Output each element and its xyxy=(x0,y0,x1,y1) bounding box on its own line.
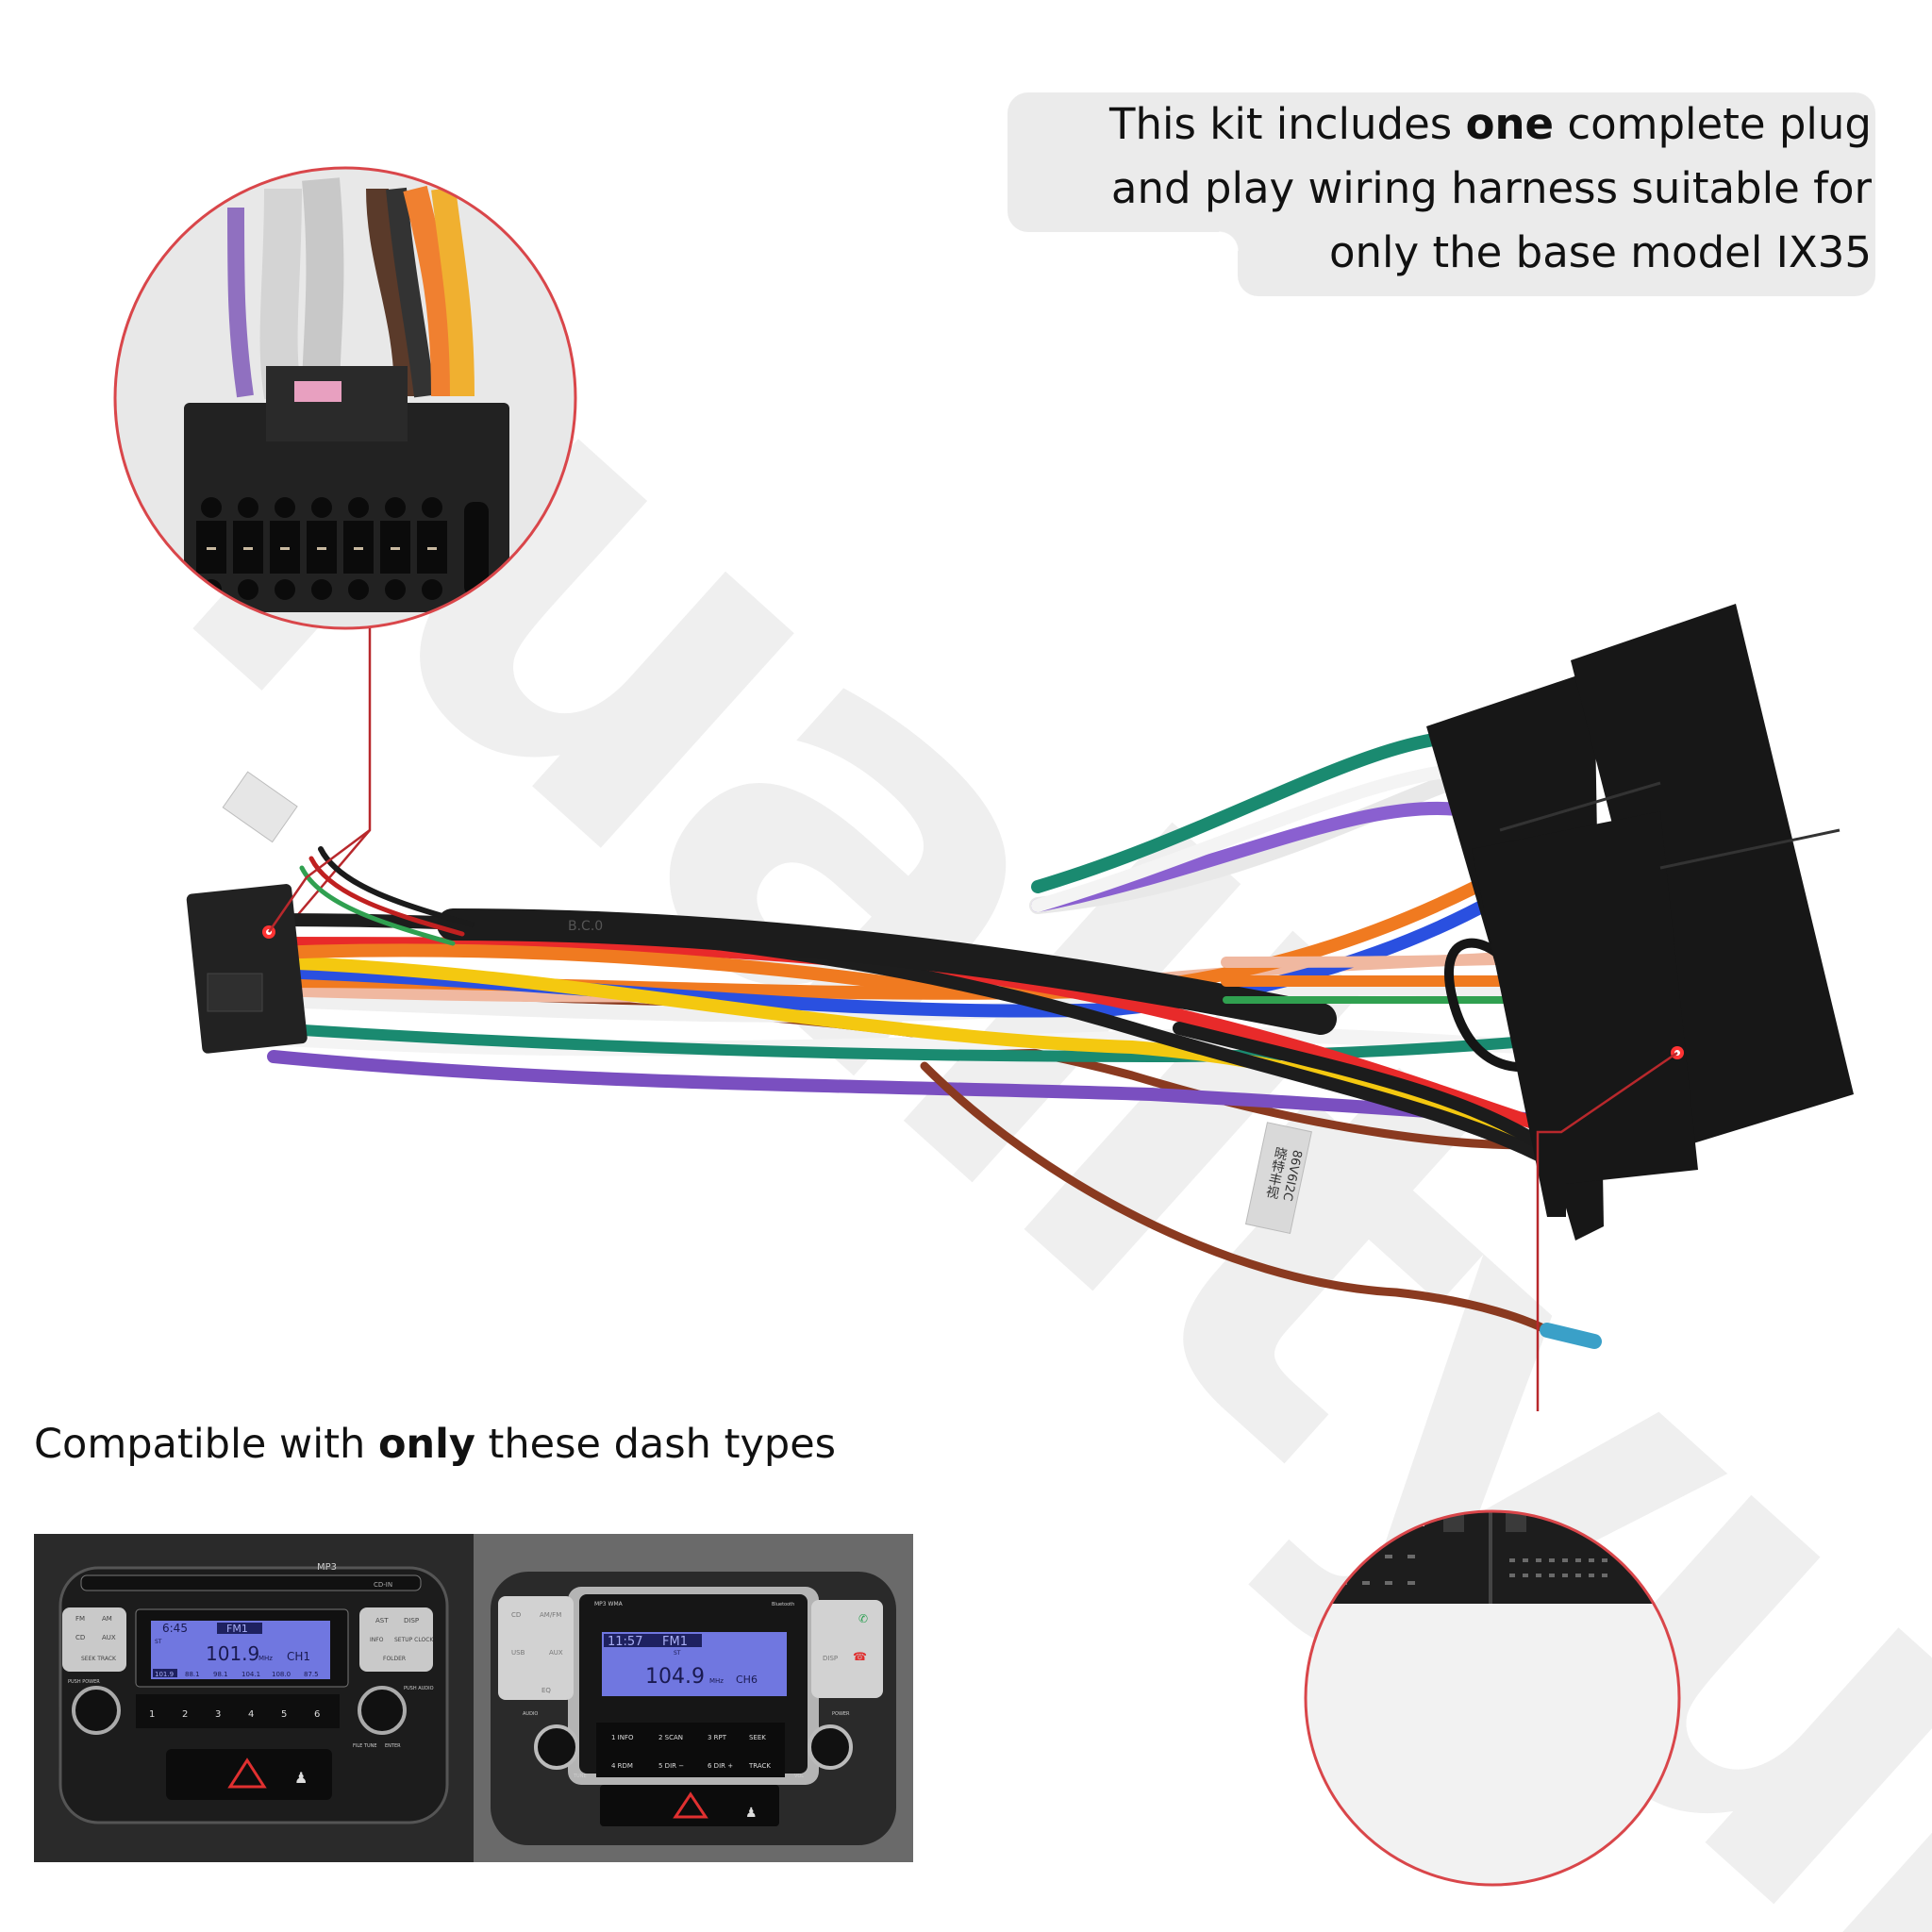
svg-text:AM/FM: AM/FM xyxy=(540,1611,561,1619)
svg-text:88.1: 88.1 xyxy=(185,1671,200,1678)
svg-text:♟: ♟ xyxy=(745,1806,758,1821)
svg-text:FM1: FM1 xyxy=(662,1635,688,1649)
svg-text:4 RDM: 4 RDM xyxy=(611,1762,633,1770)
svg-text:CH1: CH1 xyxy=(287,1650,310,1663)
svg-text:AST: AST xyxy=(375,1617,389,1624)
svg-text:AM: AM xyxy=(102,1615,112,1623)
svg-text:PUSH POWER: PUSH POWER xyxy=(68,1679,100,1685)
vehicle-connector xyxy=(1426,604,1854,1241)
svg-text:MHz: MHz xyxy=(709,1677,724,1685)
headline-line-2: and play wiring harness suitable for xyxy=(1110,163,1872,213)
dash-left-illustration: MP3 CD-IN FM AM CD AUX SEEK TRACK AST DI… xyxy=(34,1534,474,1862)
svg-text:FM: FM xyxy=(75,1615,85,1623)
svg-text:MP3: MP3 xyxy=(317,1562,337,1573)
svg-text:USB: USB xyxy=(511,1649,525,1657)
svg-text:☎: ☎ xyxy=(853,1650,867,1663)
svg-text:104.9: 104.9 xyxy=(645,1665,705,1689)
svg-text:SEEK: SEEK xyxy=(749,1734,766,1741)
headline-line-3: only the base model IX35 xyxy=(1328,227,1872,277)
headline-panel-bg-bottom xyxy=(1238,208,1875,296)
svg-text:5 DIR −: 5 DIR − xyxy=(658,1762,684,1770)
svg-text:98.1: 98.1 xyxy=(213,1671,228,1678)
svg-text:ST: ST xyxy=(674,1650,681,1657)
svg-text:ENTER: ENTER xyxy=(385,1743,401,1749)
svg-text:ST: ST xyxy=(155,1639,162,1645)
svg-text:108.0: 108.0 xyxy=(272,1671,291,1678)
svg-text:4: 4 xyxy=(248,1709,254,1720)
svg-text:FOLDER: FOLDER xyxy=(383,1656,406,1662)
svg-text:3: 3 xyxy=(215,1709,221,1720)
svg-text:VOL: VOL xyxy=(794,1774,804,1779)
svg-text:101.9: 101.9 xyxy=(155,1671,174,1678)
svg-text:11:57: 11:57 xyxy=(608,1635,642,1649)
svg-text:1 INFO: 1 INFO xyxy=(611,1734,634,1741)
svg-text:1: 1 xyxy=(149,1709,155,1720)
dash-photo-left: MP3 CD-IN FM AM CD AUX SEEK TRACK AST DI… xyxy=(34,1534,474,1862)
svg-text:FM1: FM1 xyxy=(226,1623,248,1635)
headline-emphasis: one xyxy=(1465,99,1555,149)
svg-text:EQ: EQ xyxy=(541,1687,551,1694)
svg-text:6:45: 6:45 xyxy=(162,1622,188,1635)
svg-text:3 RPT: 3 RPT xyxy=(708,1734,727,1741)
svg-text:6 DIR +: 6 DIR + xyxy=(708,1762,733,1770)
svg-text:2 SCAN: 2 SCAN xyxy=(658,1734,683,1741)
iso-connector-zoom xyxy=(115,168,575,628)
svg-text:POWER: POWER xyxy=(832,1711,850,1717)
svg-text:101.9: 101.9 xyxy=(206,1642,259,1665)
label-tag: 晓特丰视 86V6I2C xyxy=(1244,1122,1312,1235)
headline: This kit includes one complete plug and … xyxy=(1109,92,1872,285)
svg-text:SETUP CLOCK: SETUP CLOCK xyxy=(394,1637,434,1643)
svg-text:AUDIO: AUDIO xyxy=(523,1711,538,1717)
svg-text:CD: CD xyxy=(75,1634,85,1641)
svg-text:5: 5 xyxy=(281,1709,287,1720)
svg-text:SEEK TRACK: SEEK TRACK xyxy=(81,1656,117,1662)
svg-text:2: 2 xyxy=(182,1709,188,1720)
svg-text:TUNE: TUNE xyxy=(573,1774,587,1779)
svg-text:CH6: CH6 xyxy=(736,1674,758,1686)
svg-text:PUSH AUDIO: PUSH AUDIO xyxy=(404,1686,434,1691)
svg-text:CD: CD xyxy=(511,1611,521,1619)
headline-line-1: This kit includes one complete plug xyxy=(1109,99,1872,149)
svg-text:♟: ♟ xyxy=(294,1769,308,1787)
svg-text:TRACK: TRACK xyxy=(748,1762,771,1770)
svg-text:DISP: DISP xyxy=(823,1655,838,1662)
svg-text:DISP: DISP xyxy=(404,1617,419,1624)
svg-text:87.5: 87.5 xyxy=(304,1671,319,1678)
svg-text:Bluetooth: Bluetooth xyxy=(772,1602,794,1607)
iso-connector xyxy=(186,884,308,1054)
heatshrink-mark: B.C.0 xyxy=(568,919,603,934)
compatibility-emphasis: only xyxy=(377,1421,475,1468)
svg-text:MP3 WMA: MP3 WMA xyxy=(594,1601,624,1607)
svg-text:INFO: INFO xyxy=(370,1637,384,1643)
svg-text:FILE TUNE: FILE TUNE xyxy=(353,1743,377,1749)
small-white-plug xyxy=(222,771,298,843)
svg-text:6: 6 xyxy=(314,1709,320,1720)
dash-photo-right: MP3 WMA Bluetooth 11:57 FM1 ST 104.9 MHz… xyxy=(474,1534,913,1862)
compatibility-caption: Compatible with only these dash types xyxy=(34,1421,837,1468)
dash-right-illustration: MP3 WMA Bluetooth 11:57 FM1 ST 104.9 MHz… xyxy=(474,1534,913,1862)
svg-text:AUX: AUX xyxy=(549,1649,563,1657)
svg-text:MHz: MHz xyxy=(258,1655,273,1662)
svg-text:104.1: 104.1 xyxy=(242,1671,260,1678)
headline-panel-notch xyxy=(1219,213,1257,251)
svg-text:AUX: AUX xyxy=(102,1634,116,1641)
svg-text:CD-IN: CD-IN xyxy=(374,1581,392,1589)
svg-text:✆: ✆ xyxy=(858,1612,868,1625)
